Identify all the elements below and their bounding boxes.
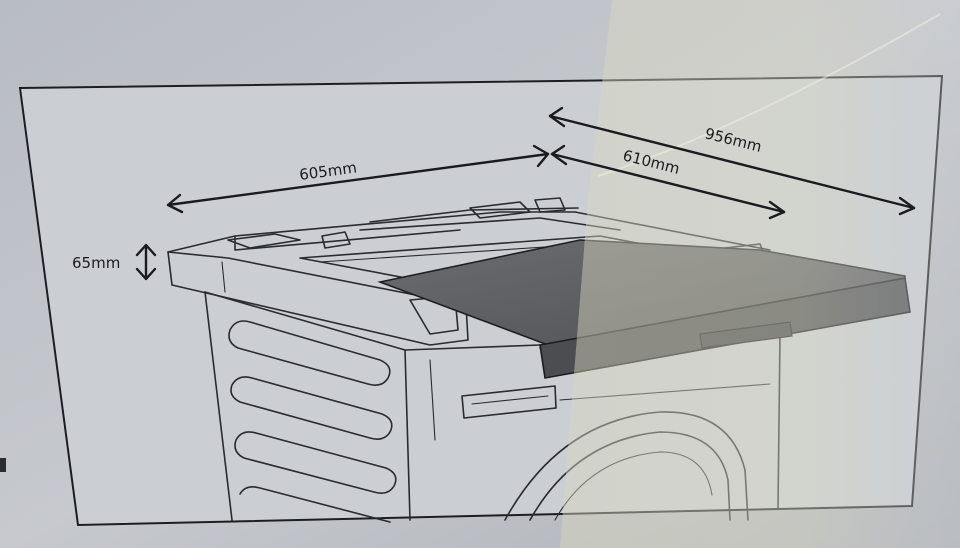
packing-tape	[560, 0, 960, 548]
dimension-65: 65mm	[72, 243, 157, 281]
height-label: 65mm	[72, 254, 120, 272]
edge-mark	[0, 458, 6, 472]
